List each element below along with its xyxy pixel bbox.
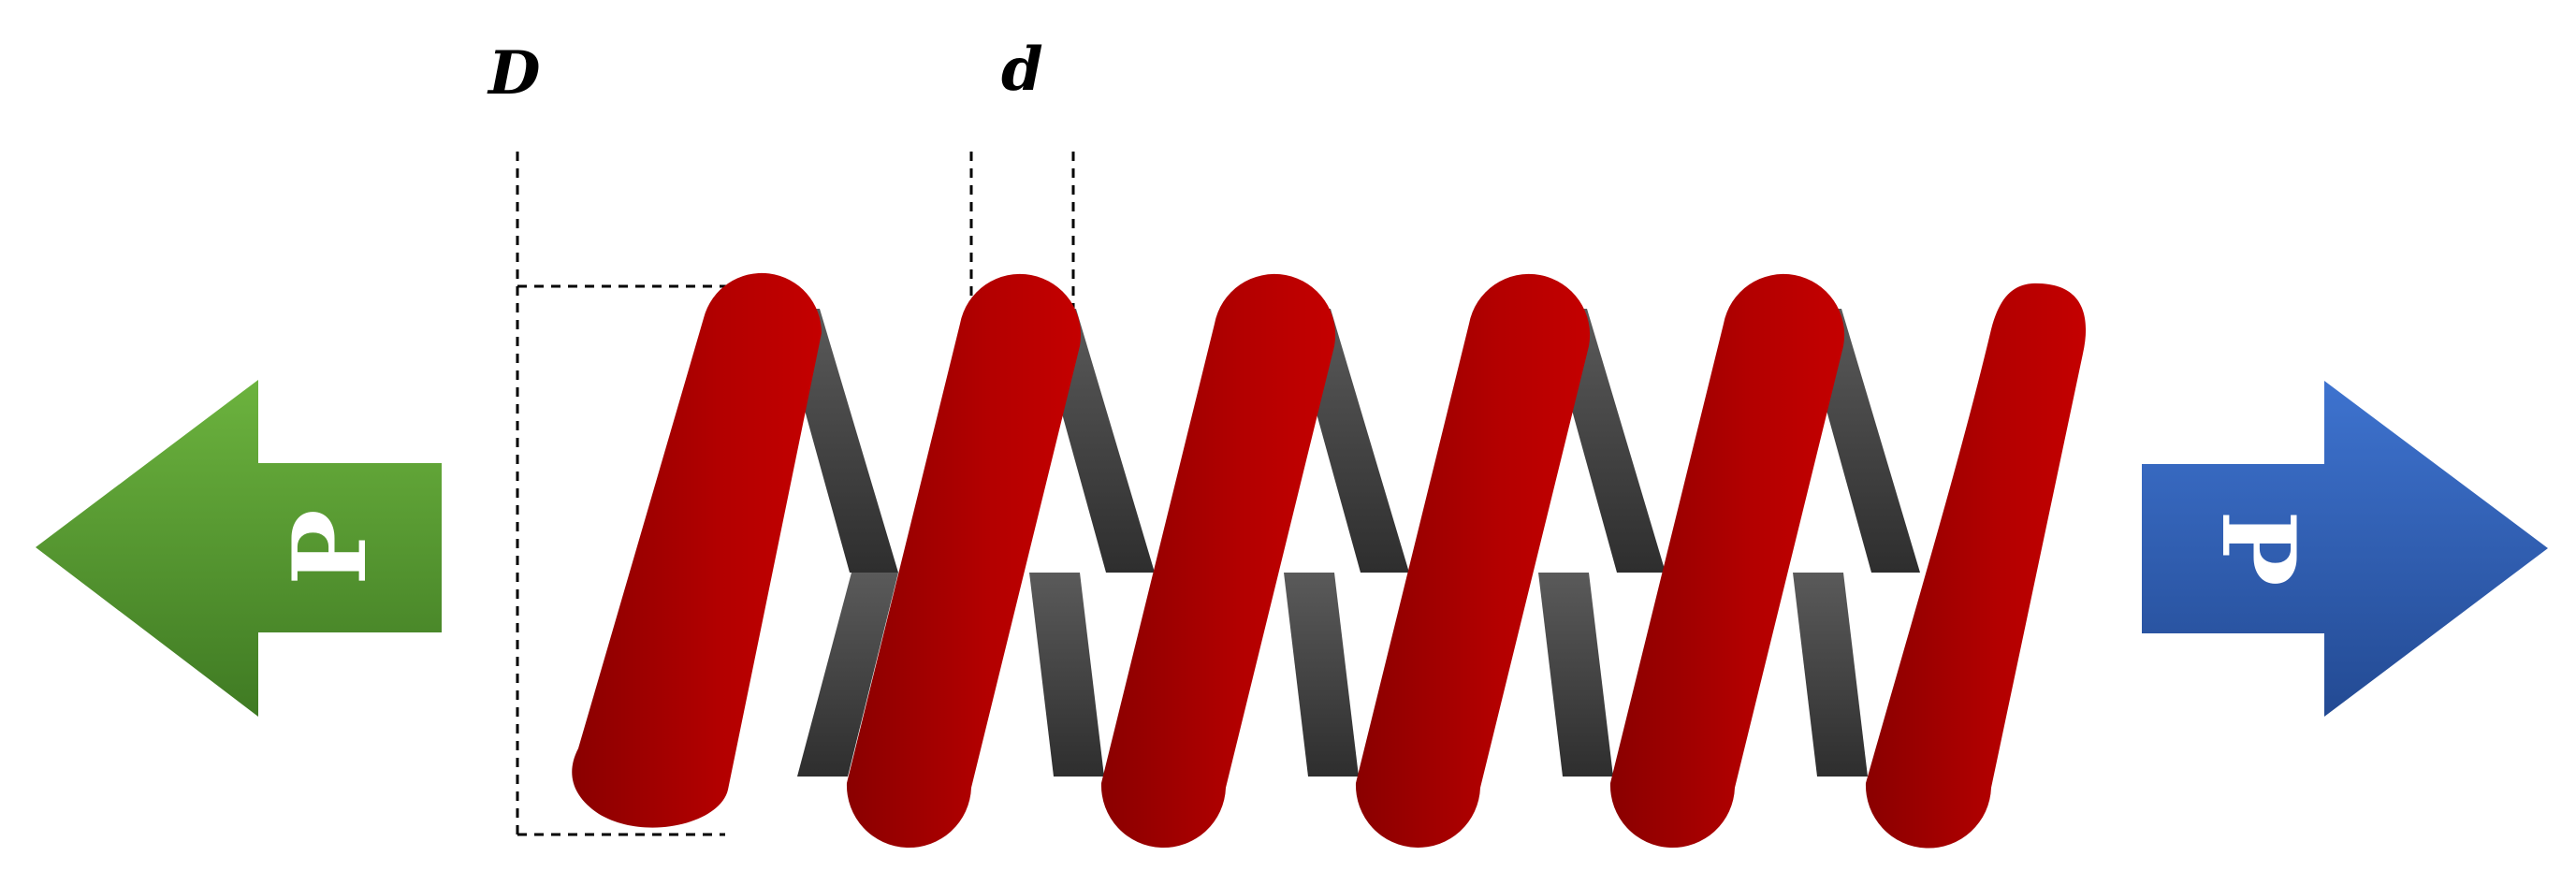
coil-front-segment-4 [1355, 273, 1591, 848]
load-label-right: P [2199, 510, 2317, 586]
coil-front-segment-3 [1100, 273, 1336, 849]
coil-front-segments [572, 272, 2087, 849]
coil-front-segment-1 [572, 272, 822, 828]
coil-back-segment [1029, 573, 1104, 777]
coil-diameter-label: D [487, 38, 541, 109]
coil-front-segment-2 [846, 273, 1082, 849]
load-arrow-left: P [36, 380, 442, 717]
arrow-right-icon [2142, 381, 2548, 717]
dimension-lines [516, 152, 1075, 836]
wire-diameter-label: d [1001, 35, 1043, 105]
coil-back-segment [797, 573, 898, 777]
coil-back-segment [1538, 573, 1613, 777]
coil-front-segment-6 [1865, 283, 2087, 849]
coil-back-segment [1284, 573, 1359, 777]
load-label-left: P [271, 509, 389, 585]
coil-front-segment-5 [1609, 273, 1845, 849]
arrow-left-icon [36, 380, 442, 717]
coil-back-segment [1793, 573, 1868, 777]
load-arrow-right: P [2142, 381, 2548, 717]
